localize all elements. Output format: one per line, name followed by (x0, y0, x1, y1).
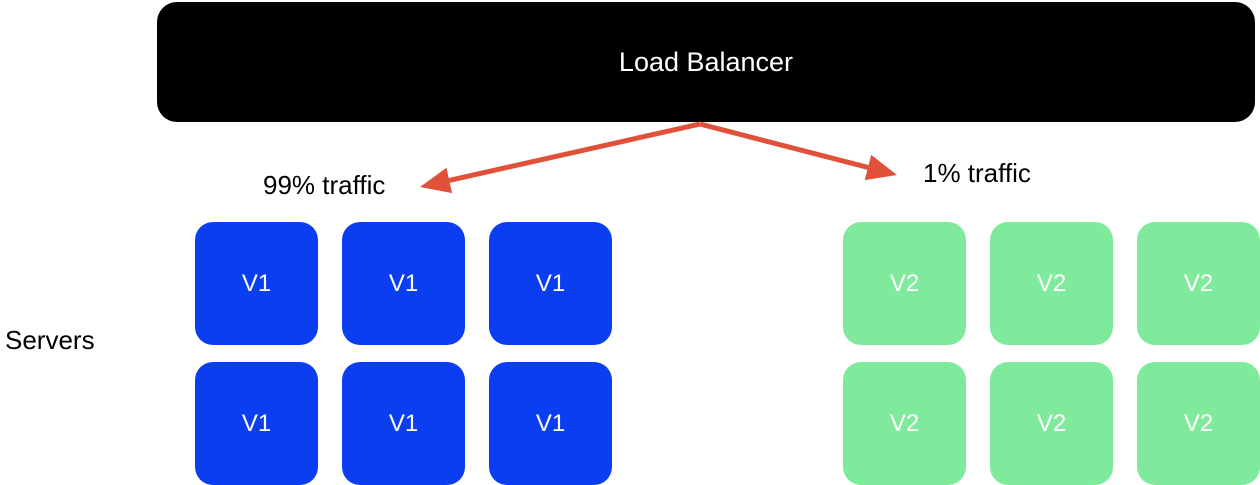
server-version-label: V1 (535, 269, 566, 297)
server-v1-5: V1 (342, 362, 465, 485)
server-v2-6: V2 (1137, 362, 1260, 485)
load-balancer-label: Load Balancer (618, 46, 794, 77)
arrow-to-v1-shaft (448, 121, 701, 183)
server-version-label: V2 (1183, 409, 1214, 437)
server-version-label: V2 (889, 269, 920, 297)
load-balancer: Load Balancer (157, 2, 1255, 122)
server-version-label: V2 (889, 409, 920, 437)
server-version-label: V2 (1183, 269, 1214, 297)
server-v1-3: V1 (489, 222, 612, 345)
server-v2-5: V2 (990, 362, 1113, 485)
server-version-label: V1 (241, 269, 272, 297)
server-version-label: V1 (241, 409, 272, 437)
server-version-label: V1 (388, 409, 419, 437)
server-version-label: V1 (535, 409, 566, 437)
arrow-to-v2-head (864, 154, 897, 181)
server-v2-1: V2 (843, 222, 966, 345)
server-version-label: V2 (1036, 409, 1067, 437)
server-v1-2: V1 (342, 222, 465, 345)
server-version-label: V2 (1036, 269, 1067, 297)
servers-label: Servers (5, 325, 95, 355)
arrow-to-v2-shaft (699, 121, 869, 170)
arrow-to-v1-head (420, 167, 453, 194)
server-v2-4: V2 (843, 362, 966, 485)
v1-traffic-label: 99% traffic (263, 170, 386, 200)
v2-traffic-label: 1% traffic (923, 158, 1031, 188)
server-v1-1: V1 (195, 222, 318, 345)
server-v1-6: V1 (489, 362, 612, 485)
server-v1-4: V1 (195, 362, 318, 485)
server-v2-2: V2 (990, 222, 1113, 345)
server-v2-3: V2 (1137, 222, 1260, 345)
server-version-label: V1 (388, 269, 419, 297)
